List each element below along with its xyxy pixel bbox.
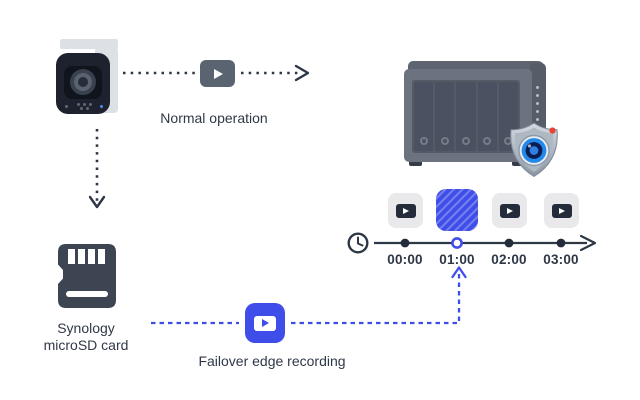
camera-speaker-dot [80,107,83,110]
failover-label: Failover edge recording [198,353,346,369]
clock-icon [347,232,369,254]
timeline-tick-label: 02:00 [491,252,527,267]
timeline-dot-0200 [504,238,514,248]
recording-clip-icon [551,203,572,218]
nas-drive-bay [477,82,497,151]
camera-status-led-blue [100,105,103,108]
sd-card-label-line2: microSD card [43,337,129,353]
down-arrowhead-icon [88,195,106,209]
bay-screw-icon [483,137,492,145]
camera-led-dot [65,105,68,108]
timeline-tick-label: 00:00 [387,252,423,267]
nas-led-icon [536,110,539,113]
nas-drive-bay [456,82,476,151]
play-triangle-icon [262,319,269,327]
nas-led-icon [536,86,539,89]
timeline-dot-0300 [556,238,566,248]
camera-speaker-dot [77,103,80,106]
timeline-tick-label: 01:00 [439,252,475,267]
failover-to-timeline-dashed-line [291,272,461,325]
play-triangle-icon [403,207,409,214]
recording-red-dot-icon [549,127,556,134]
bay-screw-icon [462,137,470,145]
nas-drive-bay [435,82,455,151]
recording-clip-icon [499,203,520,218]
timeline-arrowhead-icon [579,234,597,252]
recording-clip-icon [395,203,416,218]
timeline-slot-failover-0100 [436,189,478,231]
up-arrowhead-icon [451,266,467,279]
timeline-slot-recording-0300 [544,193,579,228]
camera-speaker-dot [86,107,89,110]
surveillance-station-shield-icon [510,122,558,178]
camera-speaker-dot [89,103,92,106]
sd-card-label-line1: Synology [57,320,115,336]
nas-drive-bay-area [412,80,520,153]
camera-speaker-dot [83,103,86,106]
play-frame-icon [254,315,276,331]
nas-drive-bay [414,82,434,151]
timeline-slot-recording-0000 [388,193,423,228]
right-arrowhead-icon [294,64,310,82]
nas-foot [409,160,422,166]
nas-led-icon [536,102,539,105]
normal-operation-label: Normal operation [160,110,268,126]
play-triangle-icon [507,207,513,214]
timeline-tick-label: 03:00 [543,252,579,267]
nas-led-icon [536,118,539,121]
failover-recording-play-icon [245,303,285,343]
bay-screw-icon [419,137,428,145]
nas-led-icon [536,94,539,97]
camera-lens-pupil [78,77,88,87]
sd-card-label: Synology microSD card [16,320,156,354]
microsd-card-icon [58,244,116,308]
normal-recording-play-icon [200,60,235,87]
play-triangle-icon [559,207,565,214]
timeline-slot-recording-0200 [492,193,527,228]
timeline-dot-0100-active [451,237,463,249]
timeline-dot-0000 [400,238,410,248]
bay-screw-icon [440,137,449,145]
camera-mount-bar [60,39,118,49]
play-triangle-icon [214,68,223,79]
